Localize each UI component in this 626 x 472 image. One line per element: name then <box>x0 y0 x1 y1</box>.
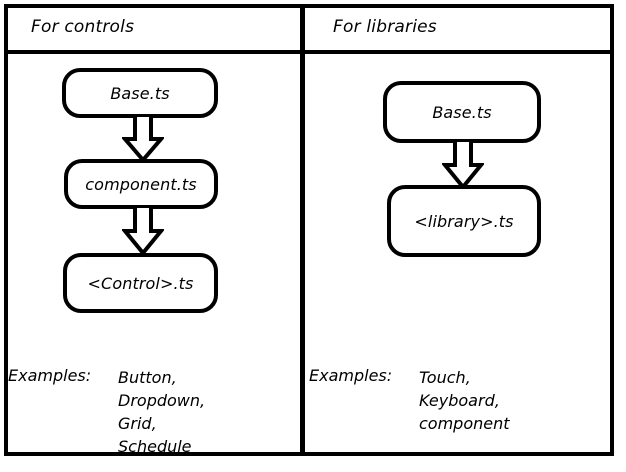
node-label: component.ts <box>85 174 197 194</box>
panel-title-controls: For controls <box>31 17 135 37</box>
node-controls-component: component.ts <box>64 159 218 209</box>
example-item: Keyboard, <box>419 391 500 410</box>
example-item: Schedule <box>118 437 192 456</box>
panel-divider-line <box>300 4 305 456</box>
examples-label-controls: Examples: <box>8 366 92 385</box>
node-label: Base.ts <box>110 83 170 103</box>
node-controls-base: Base.ts <box>62 68 218 118</box>
examples-list-libraries: Touch, Keyboard, component <box>419 366 510 435</box>
node-libraries-base: Base.ts <box>383 81 541 143</box>
example-item: Touch, <box>419 368 471 387</box>
examples-label-libraries: Examples: <box>309 366 393 385</box>
node-label: <library>.ts <box>414 211 514 231</box>
arrow-libraries-base-to-library <box>442 140 484 190</box>
node-controls-control: <Control>.ts <box>63 253 218 313</box>
panel-title-libraries: For libraries <box>333 17 437 37</box>
arrow-controls-base-to-component <box>122 115 164 163</box>
example-item: Grid, <box>118 414 157 433</box>
example-item: Button, <box>118 368 177 387</box>
example-item: component <box>419 414 510 433</box>
node-libraries-library: <library>.ts <box>387 185 541 257</box>
arrow-controls-component-to-control <box>122 206 164 256</box>
examples-list-controls: Button, Dropdown, Grid, Schedule <box>118 366 205 458</box>
node-label: <Control>.ts <box>87 273 194 293</box>
header-divider-line <box>4 50 614 54</box>
example-item: Dropdown, <box>118 391 206 410</box>
node-label: Base.ts <box>432 102 492 122</box>
